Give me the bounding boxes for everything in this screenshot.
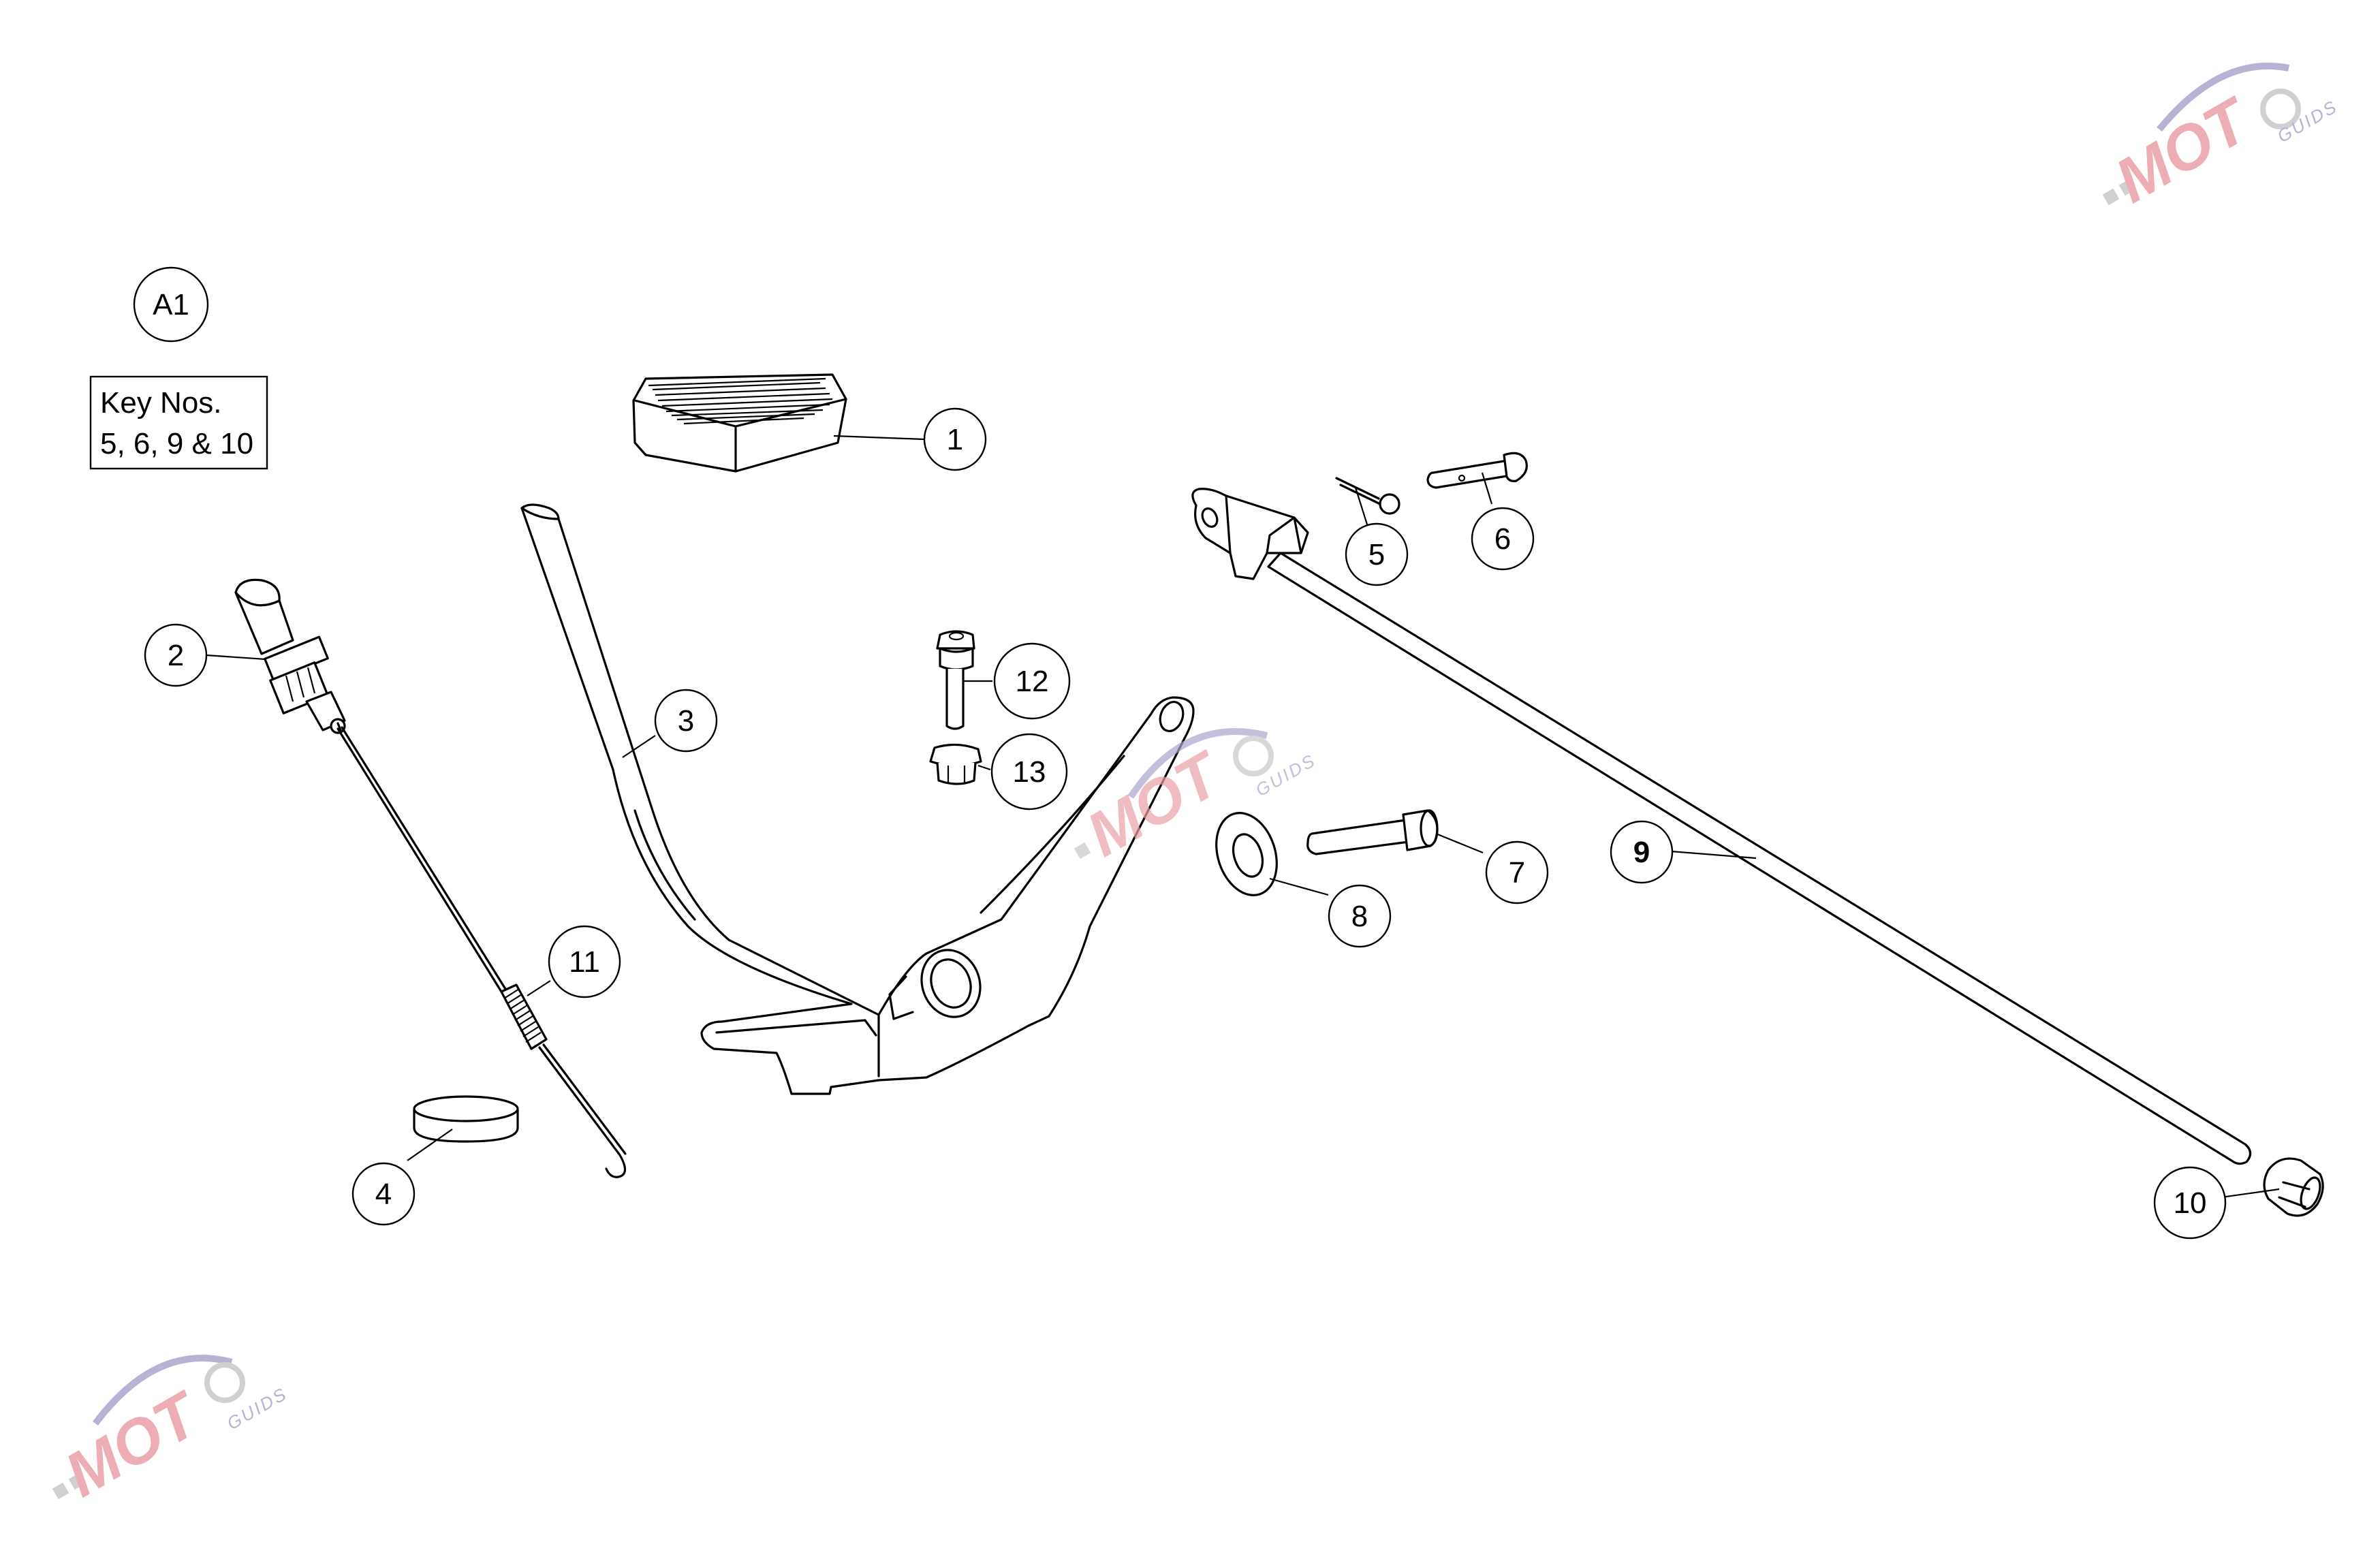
part-6-clevis-pin: [1426, 452, 1528, 489]
svg-text:9: 9: [1633, 836, 1650, 869]
part-8-washer: [1215, 812, 1278, 896]
part-12-bolt: [936, 630, 975, 730]
leader-lines: [206, 435, 2280, 1199]
callout-13: 13: [990, 733, 1068, 810]
part-7-pivot-bolt: [1306, 809, 1439, 855]
watermark-logo-bottom-left: MOT GUIDS: [52, 1355, 291, 1510]
key-note-line2: 5, 6, 9 & 10: [100, 427, 253, 460]
callout-9: 9: [1610, 820, 1674, 884]
callout-4: 4: [351, 1162, 416, 1226]
reference-label: A1: [153, 288, 189, 321]
part-3-brake-pedal: [520, 503, 1195, 1095]
svg-text:7: 7: [1509, 856, 1525, 889]
svg-text:5: 5: [1368, 538, 1385, 571]
watermark-letters: MOT: [54, 1378, 213, 1510]
part-11-return-spring: [336, 726, 627, 1178]
part-10-rod-end-nut: [2263, 1157, 2324, 1217]
callout-1: 1: [923, 407, 987, 471]
svg-text:11: 11: [569, 945, 600, 979]
part-13-nut: [929, 743, 982, 785]
callout-12: 12: [993, 642, 1071, 720]
svg-text:10: 10: [2174, 1186, 2207, 1220]
callout-7: 7: [1485, 840, 1549, 904]
svg-text:12: 12: [1016, 665, 1049, 698]
callout-5: 5: [1345, 522, 1409, 586]
part-5-split-pin: [1335, 477, 1400, 515]
svg-text:6: 6: [1494, 522, 1511, 556]
svg-text:2: 2: [168, 639, 184, 672]
callout-6: 6: [1471, 507, 1535, 571]
svg-text:8: 8: [1351, 900, 1368, 933]
callout-2: 2: [144, 623, 208, 687]
part-2-brake-light-switch: [234, 578, 346, 734]
watermark-subtext: GUIDS: [223, 1383, 291, 1434]
key-note-box: Key Nos. 5, 6, 9 & 10: [89, 375, 268, 470]
callout-10: 10: [2153, 1166, 2227, 1240]
reference-callout: A1: [133, 266, 209, 343]
svg-text:13: 13: [1013, 755, 1046, 789]
callout-3: 3: [654, 689, 718, 753]
part-9-brake-rod: [1191, 488, 2252, 1165]
watermark-subtext: GUIDS: [2274, 96, 2341, 147]
key-note-line1: Key Nos.: [100, 386, 222, 420]
part-4-rubber-plug: [413, 1095, 519, 1143]
svg-text:1: 1: [947, 423, 963, 456]
watermark-subtext: GUIDS: [1252, 750, 1319, 801]
part-1-pedal-pad: [632, 373, 847, 473]
svg-text:4: 4: [375, 1178, 392, 1211]
watermark-logo-center: MOT GUIDS: [1074, 728, 1319, 870]
callout-11: 11: [548, 925, 621, 998]
callout-8: 8: [1328, 884, 1392, 948]
watermark-logo-top-right: MOT GUIDS: [2102, 63, 2341, 216]
svg-text:3: 3: [678, 704, 694, 738]
